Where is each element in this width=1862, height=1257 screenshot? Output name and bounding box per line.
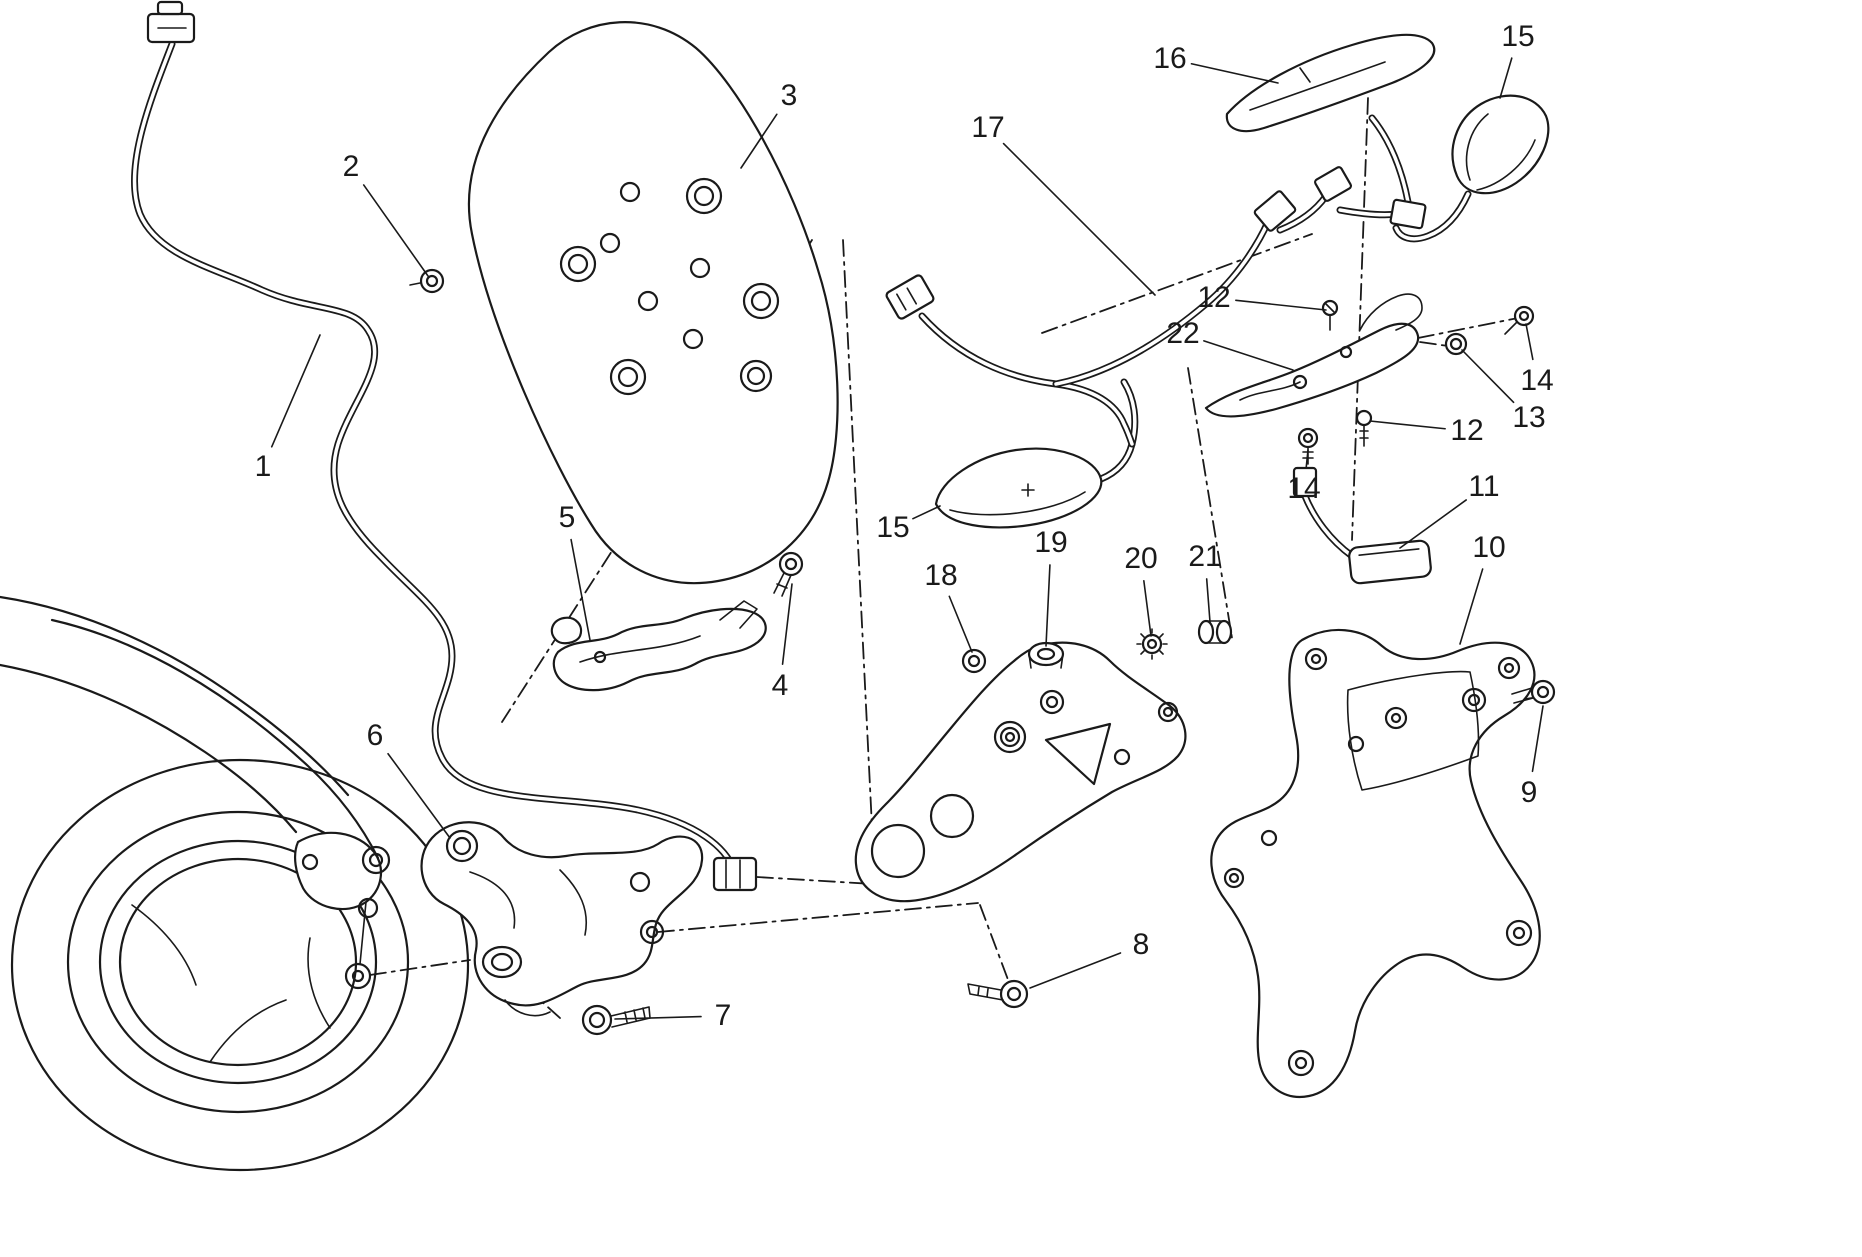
callout-21-23: 21 — [1188, 540, 1222, 573]
turn-signal-right — [1392, 94, 1550, 243]
screw-4 — [773, 551, 804, 597]
callout-4-3: 4 — [771, 669, 789, 702]
callout-7-6: 7 — [714, 999, 732, 1032]
rubber-damper-21 — [1197, 619, 1233, 645]
leader-line-17-19 — [1002, 142, 1156, 296]
callout-10-9: 10 — [1472, 531, 1506, 564]
callout-14-15: 14 — [1287, 472, 1321, 505]
callout-12-12: 12 — [1450, 414, 1484, 447]
screw-12-upper — [1321, 299, 1339, 331]
rear-wheel-swingarm — [0, 595, 470, 1172]
leader-line-20-22 — [1143, 580, 1152, 637]
taillight-bracket-assembly — [1204, 293, 1535, 465]
callout-22-24: 22 — [1166, 317, 1200, 350]
bracket-casting — [420, 821, 704, 1017]
leader-line-7-6 — [614, 1015, 702, 1020]
callout-14-14: 14 — [1520, 364, 1554, 397]
plate-light-sensor — [1292, 466, 1432, 585]
wiring-cable-part — [130, 0, 758, 892]
plate-bracket — [854, 641, 1187, 903]
leader-line-21-23 — [1205, 578, 1211, 623]
leader-line-14-15 — [1305, 449, 1309, 468]
leader-line-15-17 — [912, 505, 941, 520]
callout-16-18: 16 — [1153, 42, 1187, 75]
callout-2-1: 2 — [342, 150, 360, 183]
wiring-harness — [885, 114, 1427, 448]
leader-line-9-8 — [1531, 705, 1544, 773]
leader-line-12-11 — [1235, 299, 1327, 311]
washer-18 — [961, 648, 987, 674]
callout-5-4: 5 — [558, 501, 576, 534]
license-plate-holder — [1210, 628, 1541, 1099]
callout-3-2: 3 — [780, 79, 798, 112]
callout-15-16: 15 — [1501, 20, 1535, 53]
leader-line-11-10 — [1399, 499, 1467, 549]
leader-line-22-24 — [1203, 340, 1294, 371]
leader-line-13-13 — [1461, 349, 1515, 404]
screw-12-lower — [1355, 409, 1373, 447]
leader-line-3-2 — [740, 113, 778, 169]
leader-line-2-1 — [362, 184, 429, 277]
bolt-7 — [581, 1004, 651, 1036]
leader-line-6-5 — [387, 752, 451, 839]
leader-line-15-16 — [1499, 57, 1513, 99]
tail-cover — [1225, 33, 1436, 133]
screw-9 — [1511, 679, 1556, 705]
leader-lines — [270, 57, 1544, 1020]
construction-lines — [369, 97, 1533, 1019]
callout-11-10: 11 — [1468, 470, 1500, 503]
callout-8-7: 8 — [1132, 928, 1150, 961]
leader-line-8-7 — [1029, 952, 1122, 989]
callout-17-19: 17 — [971, 111, 1005, 144]
leader-line-14-14 — [1525, 323, 1534, 361]
leader-line-1-0 — [270, 334, 321, 448]
callout-6-5: 6 — [366, 719, 384, 752]
callout-18-20: 18 — [924, 559, 958, 592]
callout-9-8: 9 — [1520, 776, 1538, 809]
knurled-nut-20 — [1136, 628, 1168, 660]
callout-15-17: 15 — [876, 511, 910, 544]
clamp-bracket — [550, 600, 767, 692]
leader-line-4-3 — [781, 583, 793, 665]
callout-13-13: 13 — [1512, 401, 1546, 434]
leader-line-18-20 — [948, 595, 973, 653]
callout-20-22: 20 — [1124, 542, 1158, 575]
leader-line-16-18 — [1190, 62, 1279, 84]
screw-14-lower — [1297, 427, 1319, 465]
callout-12-11: 12 — [1197, 281, 1231, 314]
screw-2 — [409, 268, 445, 294]
callout-19-21: 19 — [1034, 526, 1068, 559]
leader-line-19-21 — [1045, 564, 1051, 647]
nut-13 — [1444, 332, 1468, 356]
leader-line-10-9 — [1459, 568, 1484, 645]
screw-14-right — [1504, 305, 1535, 335]
leader-line-5-4 — [570, 538, 591, 641]
callout-1-0: 1 — [254, 450, 272, 483]
leader-line-12-12 — [1369, 420, 1446, 430]
bolt-8 — [967, 979, 1029, 1009]
